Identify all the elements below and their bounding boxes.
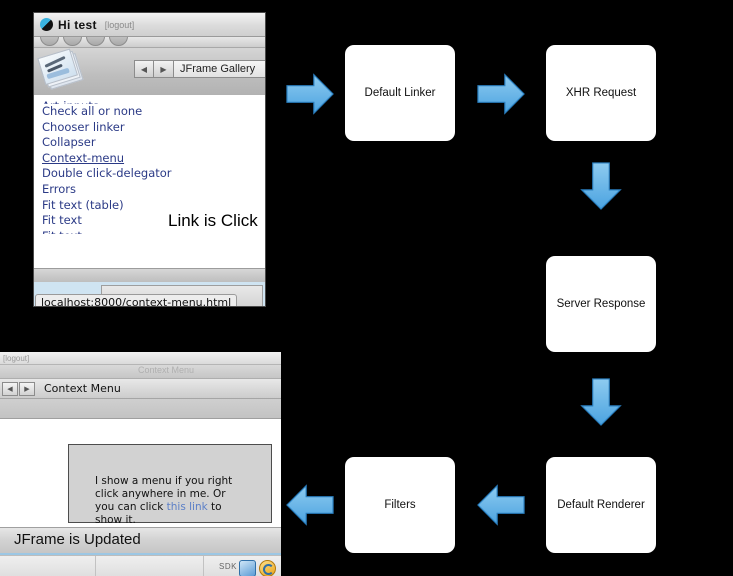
flow-node-label: XHR Request	[565, 87, 637, 99]
list-item[interactable]: Fit text (table)	[42, 197, 124, 212]
context-status-band: JFrame is Updated	[0, 527, 281, 555]
context-menu-window: [logout] Context Menu ◀ ▶ Context Menu I…	[0, 352, 281, 576]
list-item[interactable]: Fit text	[42, 229, 265, 234]
jframe-gallery-window: Hi test [logout] ◀ ▶ JFrame Gallery Art-…	[33, 12, 266, 307]
context-logout-link[interactable]: [logout]	[3, 353, 30, 363]
refresh-circle-icon[interactable]	[259, 560, 276, 576]
gallery-logout-link[interactable]: [logout]	[104, 19, 135, 30]
gallery-status-area: localhost:8000/context-menu.html	[34, 282, 265, 306]
jframe-updated-status: JFrame is Updated	[14, 531, 141, 548]
list-item[interactable]: Errors	[42, 181, 77, 196]
eclipse-sdk-icon[interactable]	[239, 560, 256, 576]
context-titlebar: [logout]	[0, 352, 281, 365]
arrow-xhr-to-server-icon	[578, 162, 624, 210]
gallery-url-field[interactable]: JFrame Gallery	[174, 60, 265, 78]
arrow-server-to-renderer-icon	[578, 378, 624, 426]
context-ghost-title: Context Menu	[138, 365, 195, 375]
context-toolbar-blank	[0, 399, 281, 419]
panel-text-before: I show a menu if you right click anywher…	[95, 475, 233, 513]
gallery-link-list: Art-inputs Check all or none Chooser lin…	[34, 95, 265, 234]
arrow-linker-to-xhr-icon	[477, 71, 525, 117]
window-close-button[interactable]	[40, 37, 59, 46]
flow-node-label: Default Renderer	[557, 499, 645, 511]
gallery-window-button-strip	[34, 37, 265, 48]
panel-this-link[interactable]: this link	[166, 501, 208, 513]
list-item[interactable]: Collapser	[42, 135, 96, 150]
sdk-label: SDK	[219, 562, 237, 571]
list-item[interactable]: Art-inputs	[42, 99, 265, 104]
forward-icon[interactable]: ▶	[19, 381, 35, 396]
gallery-titlebar: Hi test [logout]	[34, 13, 265, 37]
panel-text-after: to show it.	[95, 501, 222, 526]
gallery-nav-group: ◀ ▶ JFrame Gallery	[134, 60, 265, 78]
flow-node-default-renderer: Default Renderer	[546, 457, 656, 553]
list-item-context-menu[interactable]: Context-menu	[42, 150, 125, 165]
window-minimize-button[interactable]	[63, 37, 82, 46]
gallery-toolbar: ◀ ▶ JFrame Gallery	[34, 48, 265, 96]
flow-node-label: Default Linker	[364, 87, 436, 99]
gallery-user-greeting: Hi test	[58, 17, 97, 32]
flow-node-label: Server Response	[556, 298, 646, 310]
taskbar-divider	[95, 556, 96, 576]
circle-logo-icon	[40, 18, 53, 31]
forward-icon[interactable]: ▶	[154, 60, 174, 78]
context-navbar: ◀ ▶ Context Menu	[0, 379, 281, 399]
flow-node-server-response: Server Response	[546, 256, 656, 352]
flow-node-xhr-request: XHR Request	[546, 45, 656, 141]
status-accent-line	[0, 553, 281, 555]
status-url-tooltip: localhost:8000/context-menu.html	[35, 294, 238, 306]
context-menu-target-panel[interactable]: I show a menu if you right click anywher…	[68, 444, 272, 526]
list-item[interactable]: Chooser linker	[42, 119, 125, 134]
list-item[interactable]: Double click-delegator	[42, 166, 172, 181]
flow-node-filters: Filters	[345, 457, 455, 553]
arrow-into-linker-icon	[286, 71, 334, 117]
photo-stack-icon	[37, 47, 84, 94]
arrow-filters-out-icon	[286, 482, 334, 528]
back-icon[interactable]: ◀	[134, 60, 154, 78]
window-extra-button[interactable]	[109, 37, 128, 46]
taskbar-divider	[203, 556, 204, 576]
flow-node-default-linker: Default Linker	[345, 45, 455, 141]
os-taskbar: SDK	[0, 555, 281, 576]
context-canvas: I show a menu if you right click anywher…	[0, 419, 281, 527]
list-item[interactable]: Check all or none	[42, 104, 143, 118]
context-ghost-bar: Context Menu	[0, 365, 281, 379]
window-maximize-button[interactable]	[86, 37, 105, 46]
gallery-content: Art-inputs Check all or none Chooser lin…	[34, 95, 265, 268]
list-item[interactable]: Fit text	[42, 213, 82, 228]
back-icon[interactable]: ◀	[2, 381, 18, 396]
flow-node-label: Filters	[384, 499, 416, 511]
arrow-renderer-to-filters-icon	[477, 482, 525, 528]
context-page-title: Context Menu	[44, 382, 121, 395]
link-is-clicked-overlay: Link is Click	[168, 211, 258, 230]
